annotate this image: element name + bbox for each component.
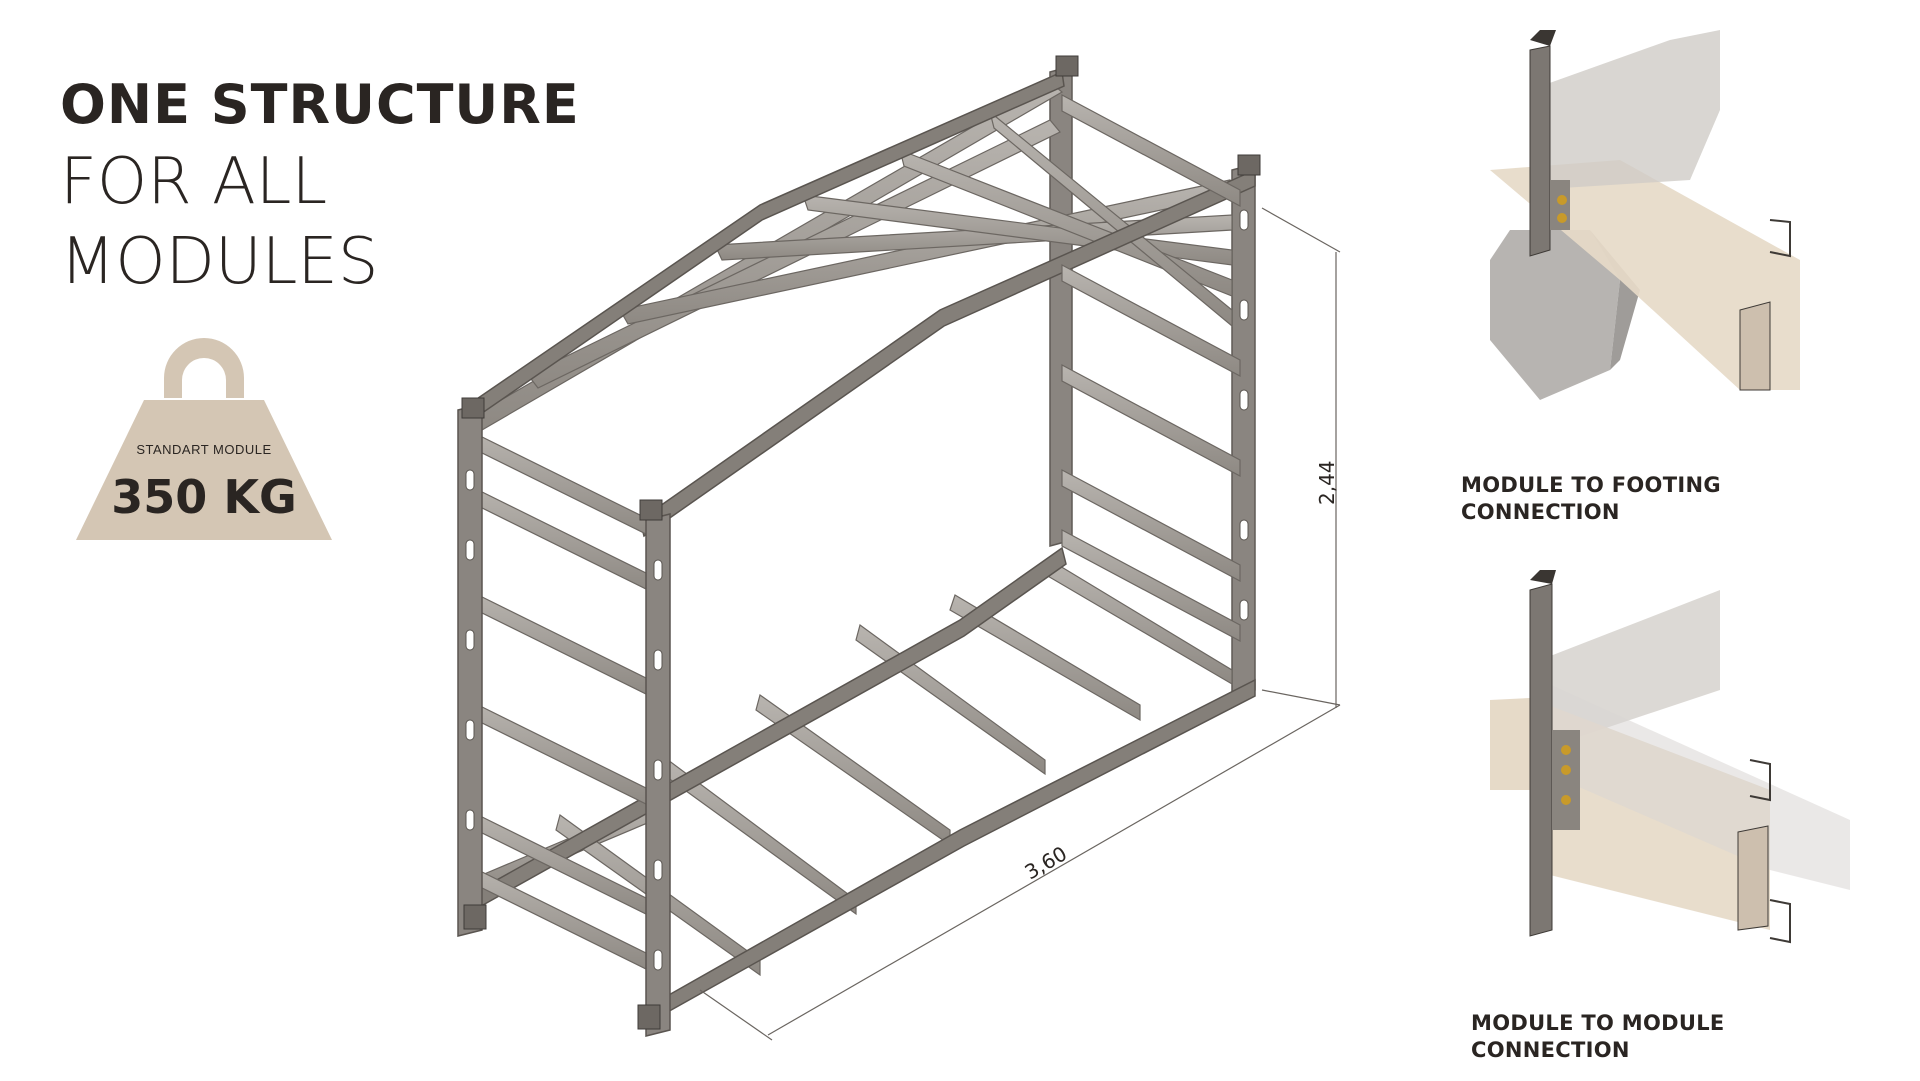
roof-crossbeams — [469, 81, 1237, 431]
footing-connection-detail — [1490, 30, 1800, 400]
dimension-length: 3,60 — [1021, 841, 1072, 884]
dimension-lines — [699, 207, 1341, 1041]
weight-value: 350 KG — [111, 470, 297, 524]
module-connection-detail — [1490, 570, 1850, 944]
dimension-height: 2,44 — [1315, 460, 1339, 505]
weight-badge: STANDART MODULE 350 KG — [76, 330, 332, 540]
title-line-1: ONE STRUCTURE — [60, 73, 580, 136]
footing-connection-caption: MODULE TO FOOTING CONNECTION — [1461, 472, 1721, 526]
right-wall-rails — [1061, 93, 1241, 643]
corner-connectors — [461, 55, 1261, 1030]
weight-icon — [76, 338, 332, 540]
page-title: ONE STRUCTURE FOR ALL MODULES — [60, 78, 580, 310]
module-caption-line-2: CONNECTION — [1471, 1038, 1630, 1062]
footing-caption-line-1: MODULE TO FOOTING — [1461, 473, 1721, 497]
title-line-2: FOR ALL — [60, 145, 328, 219]
title-line-3: MODULES — [60, 225, 379, 299]
post-slots — [465, 209, 1249, 971]
module-caption-line-1: MODULE TO MODULE — [1471, 1011, 1725, 1035]
module-connection-caption: MODULE TO MODULE CONNECTION — [1471, 1010, 1725, 1064]
footing-caption-line-2: CONNECTION — [1461, 500, 1620, 524]
left-wall-rails — [467, 429, 651, 972]
weight-caption: STANDART MODULE — [136, 442, 272, 457]
